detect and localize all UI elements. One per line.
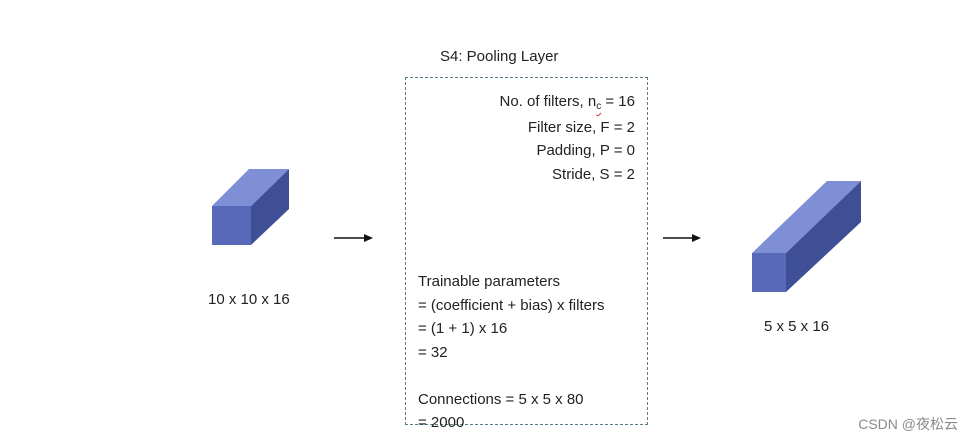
- filter-size: Filter size, F = 2: [527, 118, 635, 136]
- output-volume-front: [752, 253, 786, 292]
- connections-formula: Connections = 5 x 5 x 80: [418, 390, 584, 408]
- output-volume-top: [752, 181, 861, 253]
- layer-title: S4: Pooling Layer: [440, 48, 559, 65]
- layer-parameters: No. of filters, nc = 16 Filter size, F =…: [500, 90, 636, 186]
- output-volume-side: [786, 181, 861, 292]
- input-volume-top: [212, 169, 289, 206]
- trainable-result: = 32: [418, 343, 448, 361]
- pooling-layer-box: No. of filters, nc = 16 Filter size, F =…: [405, 77, 648, 431]
- input-dimensions-label: 10 x 10 x 16: [208, 291, 290, 308]
- input-volume-front: [212, 206, 251, 245]
- input-volume-side: [251, 169, 289, 245]
- trainable-substitution: = (1 + 1) x 16: [418, 320, 508, 337]
- num-filters: No. of filters, nc = 16: [499, 93, 636, 112]
- trainable-formula: = (coefficient + bias) x filters: [418, 296, 605, 314]
- stride: Stride, S = 2: [552, 165, 635, 183]
- parameter-calculation: Trainable parameters = (coefficient + bi…: [418, 270, 604, 435]
- connections-result: = 2000: [418, 414, 465, 431]
- output-dimensions-label: 5 x 5 x 16: [764, 318, 830, 335]
- trainable-heading: Trainable parameters: [418, 273, 561, 290]
- padding: Padding, P = 0: [536, 142, 635, 159]
- watermark: CSDN @夜松云: [858, 416, 958, 432]
